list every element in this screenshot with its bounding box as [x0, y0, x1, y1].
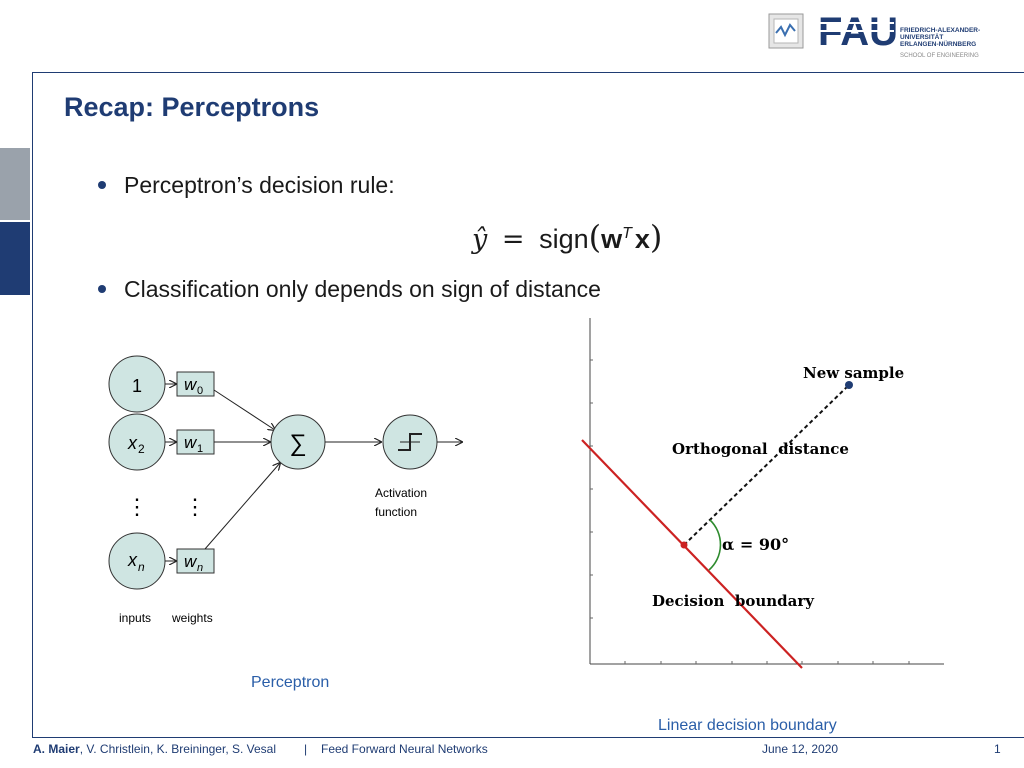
header-logos: FAU FRIEDRICH-ALEXANDER- UNIVERSITÄT ERL… — [768, 10, 980, 59]
formula-close-paren: ) — [649, 218, 663, 256]
formula-sign: sign — [539, 224, 589, 254]
weight-w1-sub: 1 — [197, 443, 203, 455]
slide-frame-bottom — [32, 737, 1024, 738]
projection-point — [680, 541, 688, 549]
sum-symbol: ∑ — [289, 430, 306, 457]
slide-frame-top — [32, 72, 1024, 73]
weight-box-wn — [176, 548, 215, 574]
weight-w0-sub: 0 — [197, 385, 203, 397]
weights-label: weights — [171, 611, 213, 625]
footer-authors: A. Maier, V. Christlein, K. Breininger, … — [33, 742, 276, 756]
footer-course: Feed Forward Neural Networks — [321, 742, 488, 756]
fau-logo: FAU — [818, 10, 898, 54]
decision-boundary-label: Decision boundary — [652, 592, 815, 610]
faculty-seal-icon — [768, 13, 804, 49]
header: FAU FRIEDRICH-ALEXANDER- UNIVERSITÄT ERL… — [0, 0, 1024, 72]
section-tab-current[interactable] — [0, 222, 30, 295]
inputs-label: inputs — [119, 611, 151, 625]
weights-ellipsis: ⋮ — [184, 494, 206, 519]
footer-separator: | — [304, 742, 308, 756]
input-node-xn — [108, 532, 166, 590]
new-sample-label: New sample — [803, 364, 904, 382]
orthogonal-distance-label: Orthogonal distance — [672, 440, 849, 458]
new-sample-point — [845, 381, 853, 389]
formula-equals: = — [501, 224, 525, 255]
input-node-x2-sub: 2 — [138, 442, 145, 456]
perceptron-diagram: 1 x 2 x n ⋮ ⋮ w 0 w 1 w n ∑ Activation f… — [108, 355, 500, 625]
formula-yhat: ŷ — [472, 224, 488, 255]
input-node-xn-label: x — [127, 550, 138, 570]
school-label: SCHOOL OF ENGINEERING — [900, 53, 979, 59]
university-line-2: UNIVERSITÄT — [900, 33, 943, 41]
university-line-3: ERLANGEN-NÜRNBERG — [900, 39, 976, 48]
slide-frame-left — [32, 72, 33, 738]
footer-author-main: A. Maier — [33, 742, 80, 756]
footer-page-number: 1 — [994, 742, 1001, 756]
weight-wn-sub: n — [197, 562, 203, 574]
weight-wn-label: w — [184, 552, 198, 571]
input-node-x2-label: x — [127, 433, 138, 453]
slide-title: Recap: Perceptrons — [64, 92, 320, 122]
weight-w0-label: w — [184, 375, 198, 394]
formula-transpose: T — [622, 225, 632, 242]
bullet-dot — [98, 181, 106, 189]
right-angle-arc — [708, 519, 722, 571]
bullet-classification: Classification only depends on sign of d… — [124, 276, 601, 302]
bullet-dot — [98, 285, 106, 293]
decision-boundary-plot: New sample Orthogonal distance α = 90° D… — [581, 318, 944, 669]
section-tab-previous[interactable] — [0, 148, 30, 220]
input-node-xn-sub: n — [138, 560, 145, 574]
boundary-caption: Linear decision boundary — [658, 717, 837, 734]
inputs-ellipsis: ⋮ — [126, 494, 148, 519]
perceptron-caption: Perceptron — [251, 674, 330, 691]
university-line-1: FRIEDRICH-ALEXANDER- — [900, 27, 980, 34]
activation-label-line1: Activation — [375, 486, 427, 500]
formula-open-paren: ( — [588, 218, 602, 256]
formula-w: w — [601, 224, 623, 254]
weight-w1-label: w — [184, 433, 198, 452]
weight-box-w1 — [176, 429, 215, 455]
weight-box-w0 — [176, 371, 215, 397]
angle-label: α = 90° — [722, 535, 789, 554]
bullet-decision-rule: Perceptron’s decision rule: — [124, 172, 395, 198]
activation-label-line2: function — [375, 505, 417, 519]
orthogonal-distance-line — [683, 384, 850, 546]
input-node-bias-label: 1 — [132, 376, 142, 396]
input-node-x2 — [108, 413, 166, 471]
decision-boundary-line — [581, 439, 803, 669]
footer-author-others: , V. Christlein, K. Breininger, S. Vesal — [79, 742, 277, 756]
formula-x: x — [634, 224, 650, 254]
footer-date: June 12, 2020 — [762, 742, 839, 756]
axis-ticks — [590, 359, 910, 664]
